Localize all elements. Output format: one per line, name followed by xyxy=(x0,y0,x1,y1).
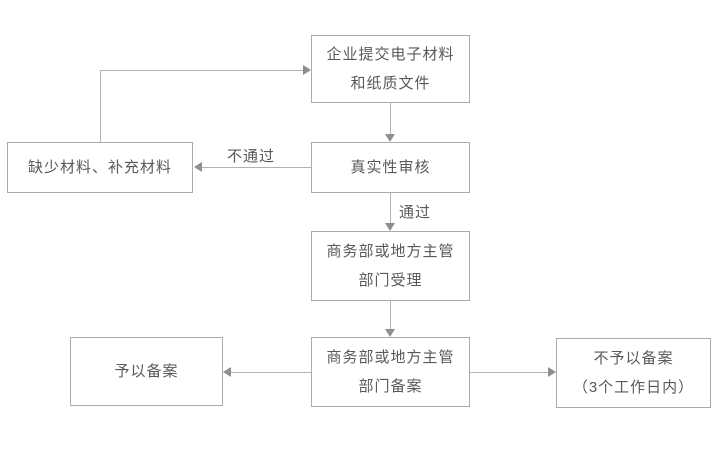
arrowhead-into-filing-icon xyxy=(385,329,395,337)
node-filing-granted-line1: 予以备案 xyxy=(114,363,179,380)
node-submit-materials: 企业提交电子材料 和纸质文件 xyxy=(311,35,470,103)
node-submit-materials-line1: 企业提交电子材料 xyxy=(326,46,455,63)
node-missing-materials-line1: 缺少材料、补充材料 xyxy=(27,159,172,176)
connector-submit-to-review xyxy=(390,103,391,135)
node-authenticity-review: 真实性审核 xyxy=(311,142,470,193)
connector-filing-to-granted xyxy=(231,372,311,373)
arrowhead-into-rejected-icon xyxy=(548,367,556,377)
arrowhead-into-missing-icon xyxy=(194,162,202,172)
arrowhead-into-review-icon xyxy=(385,134,395,142)
node-missing-materials: 缺少材料、补充材料 xyxy=(7,142,193,193)
connector-missing-to-submit-vertical xyxy=(100,70,101,142)
connector-review-to-missing xyxy=(202,167,311,168)
arrowhead-into-accept-icon xyxy=(385,223,395,231)
node-department-filing: 商务部或地方主管 部门备案 xyxy=(311,337,470,407)
connector-filing-to-rejected xyxy=(470,372,549,373)
connector-missing-to-submit-horizontal xyxy=(100,70,304,71)
node-department-filing-line2: 部门备案 xyxy=(358,378,423,395)
node-filing-rejected: 不予以备案 （3个工作日内） xyxy=(556,338,711,408)
node-filing-rejected-line1: 不予以备案 xyxy=(593,350,674,367)
arrowhead-into-submit-icon xyxy=(303,65,311,75)
node-filing-granted: 予以备案 xyxy=(70,337,223,406)
edge-label-pass: 通过 xyxy=(399,204,432,221)
edge-label-not-pass: 不通过 xyxy=(227,148,276,165)
arrowhead-into-granted-icon xyxy=(223,367,231,377)
node-authenticity-review-line1: 真实性审核 xyxy=(350,159,431,176)
node-department-accept: 商务部或地方主管 部门受理 xyxy=(311,231,470,301)
connector-accept-to-filing xyxy=(390,301,391,330)
node-department-accept-line2: 部门受理 xyxy=(358,272,423,289)
connector-review-to-accept xyxy=(390,193,391,224)
node-submit-materials-line2: 和纸质文件 xyxy=(350,75,431,92)
node-filing-rejected-line2: （3个工作日内） xyxy=(572,379,695,396)
node-department-filing-line1: 商务部或地方主管 xyxy=(326,349,455,366)
node-department-accept-line1: 商务部或地方主管 xyxy=(326,243,455,260)
